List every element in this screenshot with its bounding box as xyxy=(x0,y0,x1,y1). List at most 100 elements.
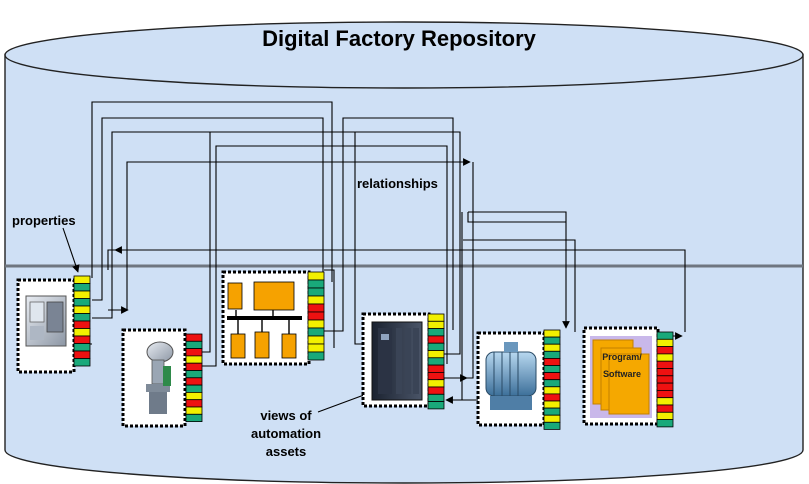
property-cell xyxy=(185,362,203,371)
views-label-line3: assets xyxy=(266,444,306,459)
cylinder-top xyxy=(4,21,804,89)
property-cell xyxy=(73,305,91,314)
property-cell xyxy=(185,391,203,401)
property-cell xyxy=(427,364,445,373)
property-cell xyxy=(427,401,445,410)
property-cell xyxy=(185,348,203,357)
property-cell xyxy=(73,290,91,299)
property-cell xyxy=(543,350,561,359)
drive-controller-icon xyxy=(25,295,67,347)
property-cell xyxy=(185,406,203,415)
property-cell xyxy=(73,335,91,344)
property-cell xyxy=(73,358,91,367)
property-column xyxy=(185,333,203,422)
property-cell xyxy=(656,360,674,369)
property-cell xyxy=(185,355,203,364)
properties-pointer xyxy=(62,227,80,273)
plc-rack-icon xyxy=(371,321,423,401)
property-cell xyxy=(73,320,91,329)
property-cell xyxy=(427,357,445,366)
property-cell xyxy=(427,313,445,322)
property-cell xyxy=(427,342,445,351)
connector xyxy=(126,158,471,310)
property-cell xyxy=(543,336,561,345)
relationships-label: relationships xyxy=(357,176,438,191)
property-column xyxy=(307,271,325,361)
property-cell xyxy=(307,343,325,353)
property-cell xyxy=(543,421,561,430)
property-cell xyxy=(185,377,203,386)
pressure-transmitter-icon xyxy=(146,341,174,414)
property-cell xyxy=(543,386,561,395)
connector xyxy=(202,131,461,355)
property-cell xyxy=(185,370,203,379)
views-label-line2: automation xyxy=(251,426,321,441)
property-cell xyxy=(427,371,445,381)
property-cell xyxy=(543,400,561,409)
property-cell xyxy=(656,404,674,413)
connector xyxy=(467,212,566,223)
property-cell xyxy=(656,331,674,340)
property-cell xyxy=(73,328,91,337)
property-cell xyxy=(656,375,674,384)
connector xyxy=(202,145,448,367)
property-cell xyxy=(427,393,445,402)
property-column xyxy=(73,275,91,367)
property-column xyxy=(656,331,674,428)
property-cell xyxy=(543,407,561,416)
property-cell xyxy=(656,346,674,355)
property-cell xyxy=(307,303,325,313)
property-cell xyxy=(307,295,325,305)
property-cell xyxy=(427,379,445,388)
asset-plc-network xyxy=(221,270,325,366)
property-cell xyxy=(543,372,561,381)
property-cell xyxy=(185,413,203,422)
property-cell xyxy=(73,298,91,307)
property-cell xyxy=(543,365,561,373)
property-cell xyxy=(73,343,91,352)
property-cell xyxy=(73,275,91,284)
property-cell xyxy=(427,320,445,329)
property-cell xyxy=(307,327,325,337)
asset-plc-rack xyxy=(361,312,445,410)
property-cell xyxy=(185,399,203,408)
software-line2: Software xyxy=(603,369,641,379)
page-title: Digital Factory Repository xyxy=(262,26,537,51)
property-cell xyxy=(427,328,445,337)
property-cell xyxy=(185,333,203,342)
asset-drive-controller xyxy=(16,275,91,374)
asset-pressure-transmitter xyxy=(121,328,203,428)
connector xyxy=(324,117,454,332)
property-cell xyxy=(307,287,325,297)
property-cell xyxy=(73,313,91,322)
property-cell xyxy=(307,271,325,281)
property-cell xyxy=(656,419,674,428)
connector xyxy=(107,249,115,270)
relationship-connectors xyxy=(84,101,686,404)
property-cell xyxy=(543,414,561,423)
property-cell xyxy=(427,335,445,344)
property-cell xyxy=(656,397,674,406)
connector xyxy=(91,101,333,282)
properties-label: properties xyxy=(12,213,76,228)
connector xyxy=(324,269,335,348)
asset-program-software: Program/ Software xyxy=(582,326,674,428)
property-cell xyxy=(543,379,561,388)
property-cell xyxy=(185,340,203,349)
property-cell xyxy=(543,329,561,338)
connector xyxy=(468,211,570,329)
property-cell xyxy=(543,393,561,402)
property-cell xyxy=(307,319,325,329)
property-cell xyxy=(543,343,561,352)
property-column xyxy=(543,329,561,430)
property-cell xyxy=(307,351,325,361)
network-diagram-icon xyxy=(227,281,302,359)
property-cell xyxy=(307,335,325,345)
asset-electric-motor xyxy=(476,329,561,430)
property-cell xyxy=(656,382,674,391)
property-cell xyxy=(73,350,91,359)
property-cell xyxy=(427,386,445,395)
property-cell xyxy=(427,350,445,359)
software-line1: Program/ xyxy=(602,352,642,362)
